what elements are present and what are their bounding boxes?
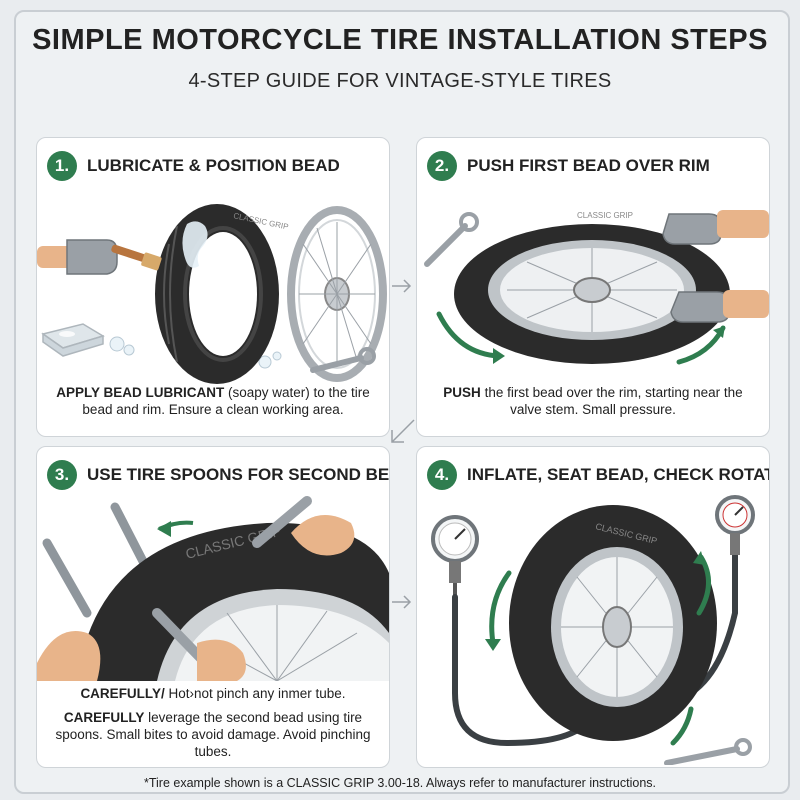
rotation-arrows-icon — [485, 551, 711, 746]
arrow-right-icon — [392, 279, 412, 293]
step-1-desc-rest: (soapy water) to the tire bead and rim. … — [82, 385, 370, 417]
step-3-desc-bold: CAREFULLY — [63, 710, 145, 725]
step-1-badge: 1. — [47, 151, 77, 181]
step-1-description: APPLY BEAD LUBRICANT (soapy water) to th… — [47, 384, 379, 418]
step-2-header: 2. PUSH FIRST BEAD OVER RIM — [427, 150, 710, 182]
direction-arrow-icon — [157, 520, 194, 537]
pressure-gauge-icon — [431, 515, 479, 597]
step-2-desc-bold: PUSH — [443, 385, 481, 400]
step-3-description: CAREFULLY leverage the second bead using… — [47, 709, 379, 760]
step-2-heading: PUSH FIRST BEAD OVER RIM — [467, 156, 710, 175]
wrench-icon — [310, 347, 376, 373]
inflated-tire-icon: CLASSIC GRIP — [509, 505, 717, 741]
pressure-gauge-icon — [715, 495, 755, 555]
step-2-badge: 2. — [427, 151, 457, 181]
wrench-icon — [664, 738, 752, 765]
step-3-header: 3. USE TIRE SPOONS FOR SECOND BEAD — [47, 459, 390, 491]
step-2-description: PUSH the first bead over the rim, starti… — [427, 384, 759, 418]
page-subtitle: 4-STEP GUIDE FOR VINTAGE-STYLE TIRES — [188, 70, 612, 92]
hands-icon — [37, 515, 355, 681]
step-1-panel: 1. LUBRICATE & POSITION BEAD CLASSIC GRI… — [36, 137, 390, 437]
tire-brand-text: CLASSIC GRIP — [577, 211, 633, 220]
footnote: *Tire example shown is a CLASSIC GRIP 3.… — [143, 776, 657, 790]
spoked-wheel-icon — [287, 206, 387, 382]
step-4-header: 4. INFLATE, SEAT BEAD, CHECK ROTATION — [427, 459, 769, 491]
soap-dish-icon — [41, 323, 105, 357]
step-1-desc-bold: APPLY BEAD LUBRICANT — [56, 385, 225, 400]
gloved-hands-icon — [662, 210, 769, 323]
soap-bubbles-icon — [109, 336, 282, 369]
step-2-desc-rest: the first bead over the rim, starting ne… — [480, 385, 743, 417]
step-3-badge: 3. — [47, 460, 77, 490]
wrench-icon — [424, 212, 479, 267]
tire-icon: CLASSIC GRIP — [155, 204, 289, 384]
step-1-illustration: CLASSIC GRIP — [37, 204, 387, 384]
arrow-diagonal-icon — [391, 419, 415, 443]
step-4-heading: INFLATE, SEAT BEAD, CHECK ROTATION — [467, 465, 769, 484]
step-3-warning-bold: CAREFULLY/ — [80, 686, 165, 701]
step-4-panel: 4. INFLATE, SEAT BEAD, CHECK ROTATION — [416, 446, 770, 768]
step-4-badge: 4. — [427, 460, 457, 490]
page-title: SIMPLE MOTORCYCLE TIRE INSTALLATION STEP… — [32, 24, 768, 56]
hand-brush-icon — [37, 239, 162, 275]
step-3-illustration: CLASSIC GRIP — [37, 496, 389, 681]
arrow-right-icon — [392, 595, 412, 609]
step-3-heading: USE TIRE SPOONS FOR SECOND BEAD — [87, 465, 390, 484]
step-1-header: 1. LUBRICATE & POSITION BEAD — [47, 150, 340, 182]
step-2-panel: 2. PUSH FIRST BEAD OVER RIM CLASSIC GRIP — [416, 137, 770, 437]
step-3-desc-rest: leverage the second bead using tire spoo… — [55, 710, 371, 759]
step-3-panel: 3. USE TIRE SPOONS FOR SECOND BEAD CLASS… — [36, 446, 390, 768]
step-3-warning-rest: Hot›not pinch any inmer tube. — [164, 686, 346, 701]
tire-on-rim-icon: CLASSIC GRIP — [454, 211, 730, 364]
step-1-heading: LUBRICATE & POSITION BEAD — [87, 156, 340, 175]
step-4-illustration: CLASSIC GRIP — [431, 495, 755, 765]
step-2-illustration: CLASSIC GRIP — [424, 210, 769, 365]
rotate-arrows-icon — [436, 311, 726, 365]
step-3-warning: CAREFULLY/ Hot›not pinch any inmer tube. — [47, 685, 379, 702]
